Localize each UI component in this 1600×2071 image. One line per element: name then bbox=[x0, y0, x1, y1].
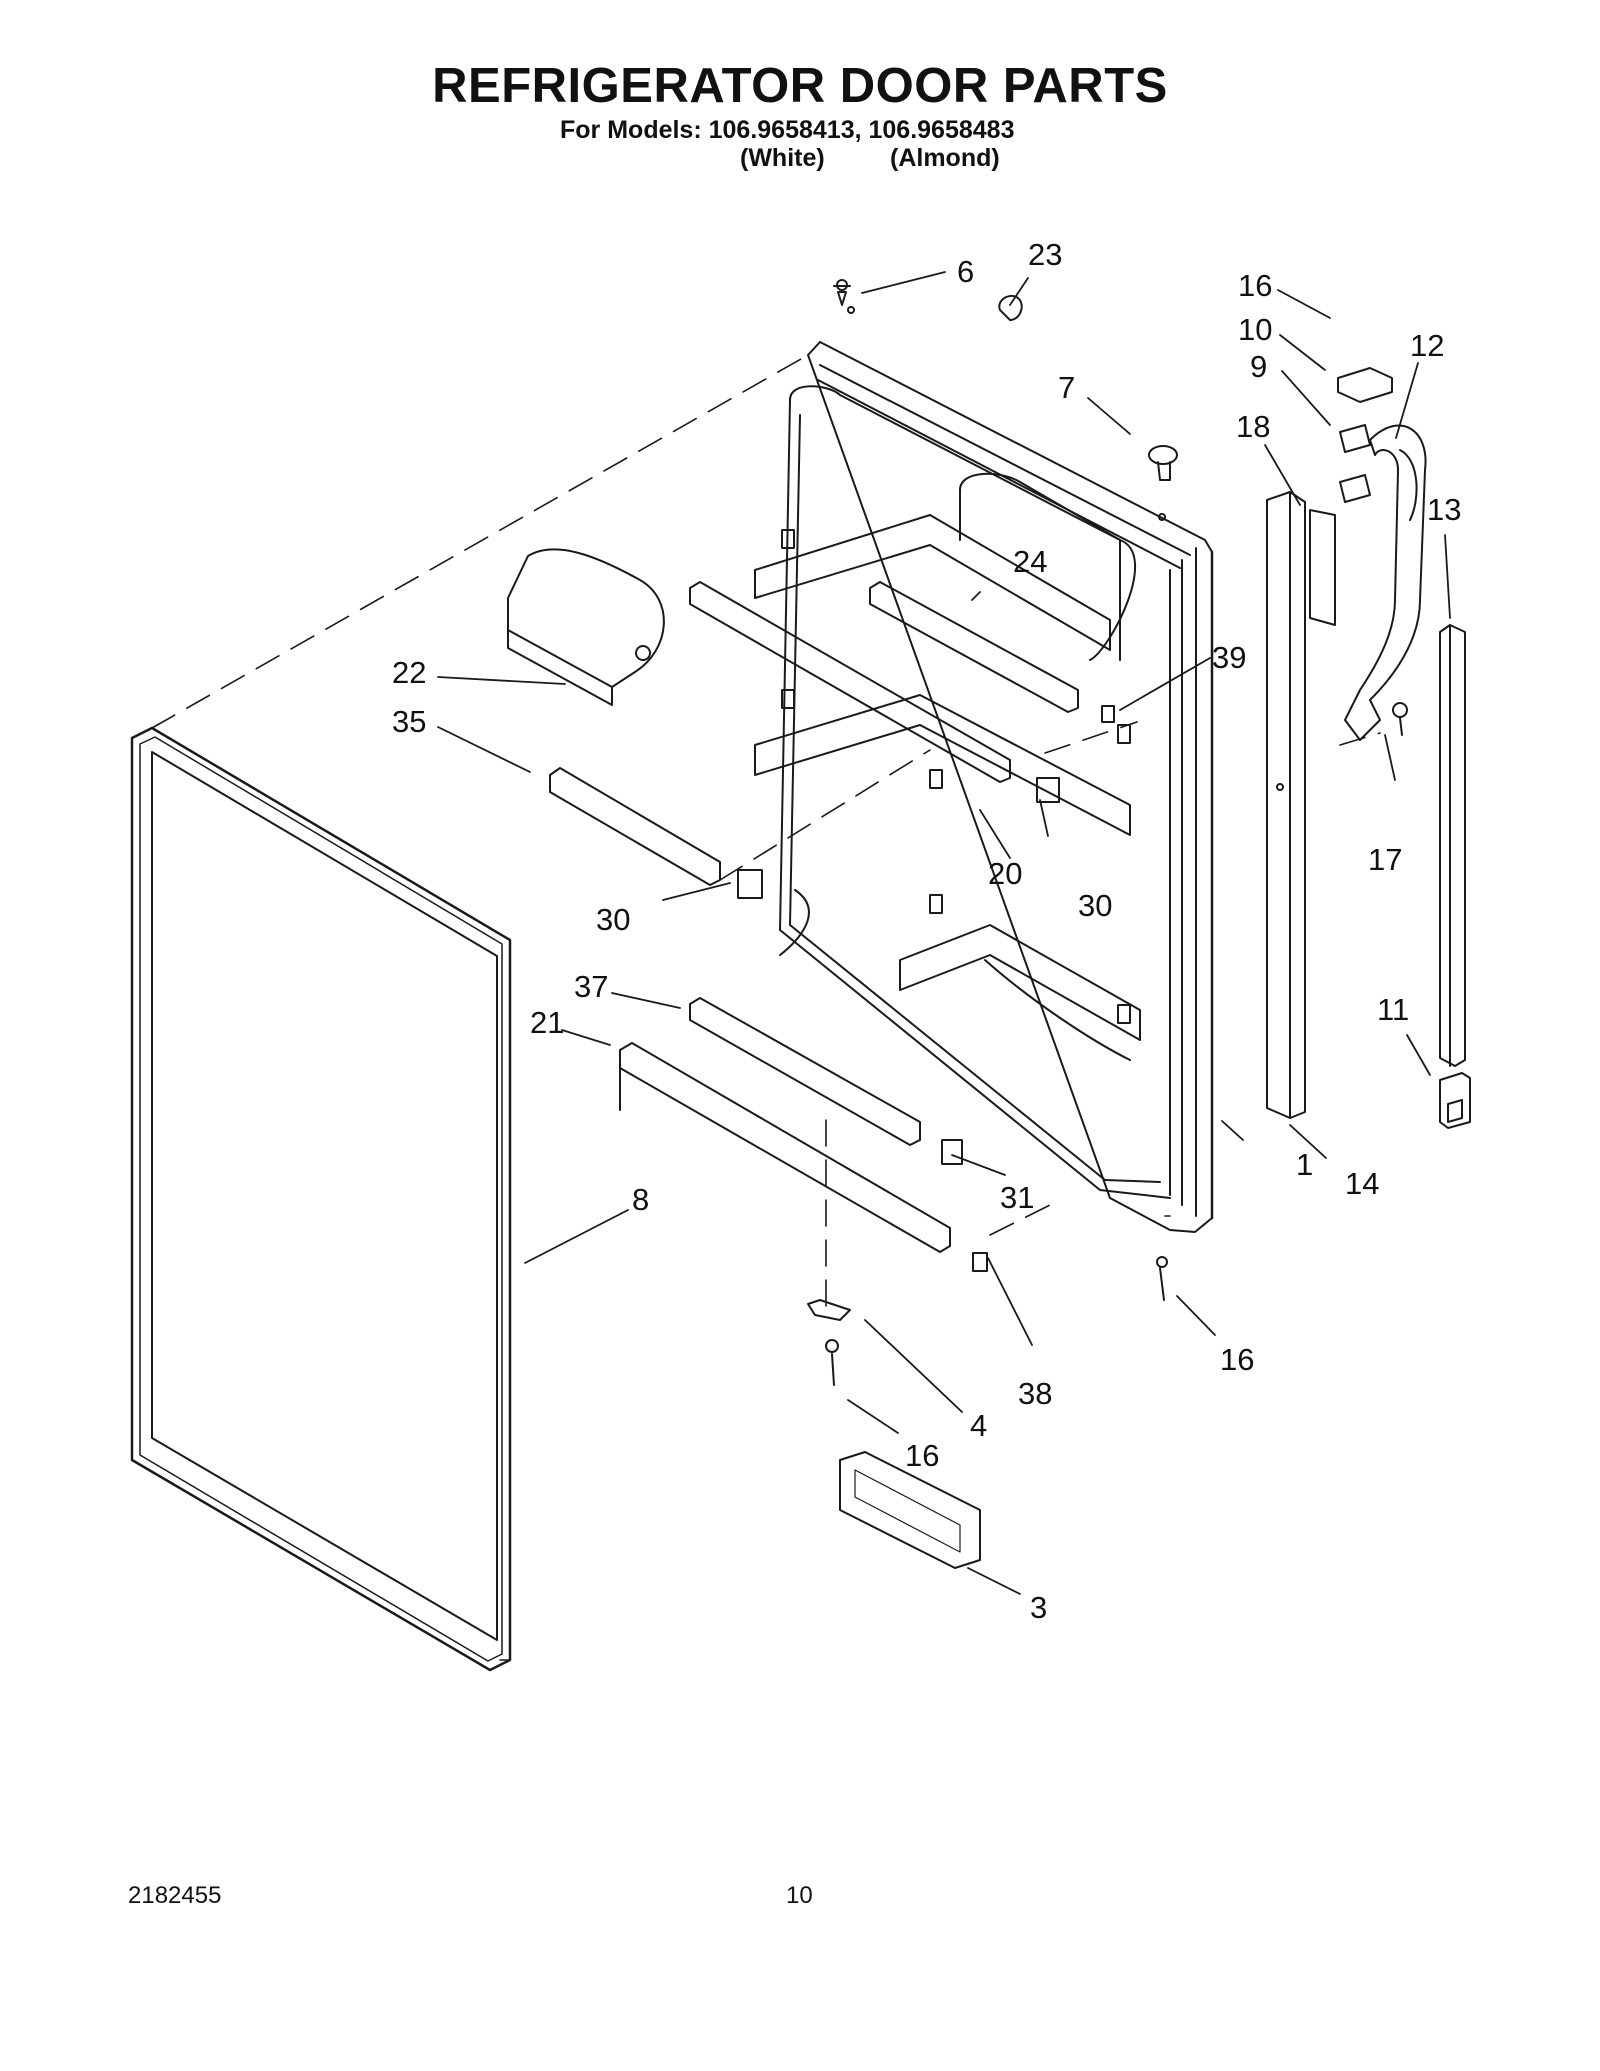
callout-9: 9 bbox=[1250, 349, 1267, 384]
color-white-label: (White) bbox=[740, 144, 825, 172]
callout-7: 7 bbox=[1058, 370, 1075, 405]
callout-23: 24 bbox=[1013, 544, 1047, 579]
callout-35: 35 bbox=[392, 704, 426, 739]
door-handle-assembly bbox=[1337, 367, 1427, 741]
callout-3: 3 bbox=[1030, 1590, 1047, 1625]
callout-31: 31 bbox=[1000, 1180, 1034, 1215]
leader-arrows bbox=[437, 271, 1451, 1595]
callout-22: 22 bbox=[392, 655, 426, 690]
alignment-lines bbox=[151, 354, 1381, 1661]
callout-16-bottom: 16 bbox=[905, 1438, 939, 1473]
door-gasket bbox=[130, 726, 512, 1672]
callout-4: 4 bbox=[970, 1408, 987, 1443]
callout-21: 21 bbox=[530, 1005, 564, 1040]
callout-38: 38 bbox=[1018, 1376, 1052, 1411]
page-number: 10 bbox=[786, 1882, 813, 1909]
callout-12: 12 bbox=[1410, 328, 1444, 363]
door-shelf-bars bbox=[549, 581, 1079, 1253]
callout-10: 10 bbox=[1238, 312, 1272, 347]
callout-24: 23 bbox=[1028, 237, 1062, 272]
callout-30-right: 30 bbox=[1078, 888, 1112, 923]
dairy-bin bbox=[507, 548, 665, 706]
color-almond-label: (Almond) bbox=[890, 144, 1000, 172]
callout-18: 18 bbox=[1236, 409, 1270, 444]
small-hardware bbox=[737, 279, 1408, 1386]
callout-6: 6 bbox=[957, 254, 974, 289]
callout-14: 14 bbox=[1345, 1166, 1379, 1201]
callout-labels: 6 23 7 16 10 9 18 12 13 24 39 22 35 17 2… bbox=[392, 237, 1461, 1625]
misc-parts bbox=[839, 1072, 1471, 1569]
callout-13: 13 bbox=[1427, 492, 1461, 527]
page-title: REFRIGERATOR DOOR PARTS bbox=[432, 59, 1168, 113]
trim-strips bbox=[1266, 491, 1466, 1119]
callout-20: 20 bbox=[988, 856, 1022, 891]
door-liner bbox=[754, 306, 1214, 1233]
callout-39: 39 bbox=[1212, 640, 1246, 675]
callout-1: 1 bbox=[1296, 1147, 1313, 1182]
document-number: 2182455 bbox=[128, 1882, 222, 1909]
callout-30-left: 30 bbox=[596, 902, 630, 937]
callout-16-mid: 16 bbox=[1220, 1342, 1254, 1377]
callout-37: 37 bbox=[574, 969, 608, 1004]
callout-8: 8 bbox=[632, 1182, 649, 1217]
models-line: For Models: 106.9658413, 106.9658483 bbox=[560, 116, 1015, 144]
callout-17: 17 bbox=[1368, 842, 1402, 877]
callout-11: 11 bbox=[1377, 992, 1409, 1027]
callout-16-top: 16 bbox=[1238, 268, 1272, 303]
